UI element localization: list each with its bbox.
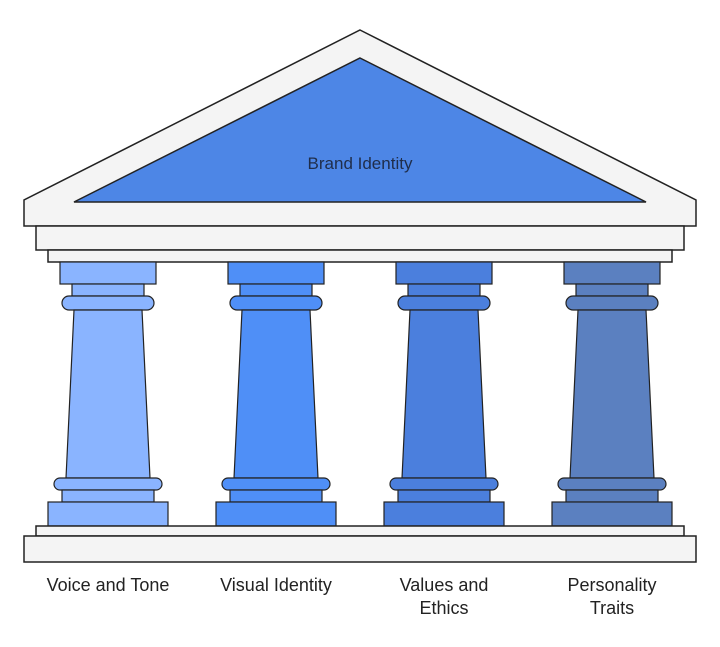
foundation [23,535,697,563]
pillar-label-line: Voice and Tone [46,575,170,595]
pillar-lower-ring [53,477,163,491]
pillar-3 [383,261,505,527]
pillar-neck [407,283,481,297]
pillar-capital [395,261,493,285]
pillar-top-ring [397,295,491,311]
pillar-4 [551,261,673,527]
stylobate [35,525,685,537]
pillar-top-ring [229,295,323,311]
pillar-1 [47,261,169,527]
pillar-plinth [383,501,505,527]
pillar-shaft [569,309,655,479]
pillar-base-neck [397,489,491,503]
pillar-label-line: Visual Identity [220,575,332,595]
pillar-2 [215,261,337,527]
pillar-plinth [215,501,337,527]
roof-label: Brand Identity [307,154,413,173]
pillar-lower-ring [389,477,499,491]
pillars-group [47,261,673,527]
pillar-top-ring [565,295,659,311]
roof-pediment [73,57,647,203]
entablature [35,225,685,251]
pillar-label-line: Ethics [419,598,469,618]
pillar-plinth [47,501,169,527]
pillar-label-line: Traits [589,598,635,618]
pillar-neck [239,283,313,297]
pillar-capital [227,261,325,285]
pillar-lower-ring [557,477,667,491]
pillar-capital [563,261,661,285]
pillar-plinth [551,501,673,527]
pillar-base-neck [229,489,323,503]
pillar-shaft [233,309,319,479]
pillar-capital [59,261,157,285]
pillar-label-1: Voice and Tone [33,574,183,597]
pillar-label-line: Values and [399,575,489,595]
architrave [47,249,673,263]
pillar-shaft [401,309,487,479]
pillar-base-neck [61,489,155,503]
pillar-lower-ring [221,477,331,491]
pillar-neck [575,283,649,297]
pillar-neck [71,283,145,297]
pillar-base-neck [565,489,659,503]
pillar-label-line: Personality [567,575,657,595]
pillar-label-2: Visual Identity [201,574,351,597]
pillar-top-ring [61,295,155,311]
pillar-shaft [65,309,151,479]
